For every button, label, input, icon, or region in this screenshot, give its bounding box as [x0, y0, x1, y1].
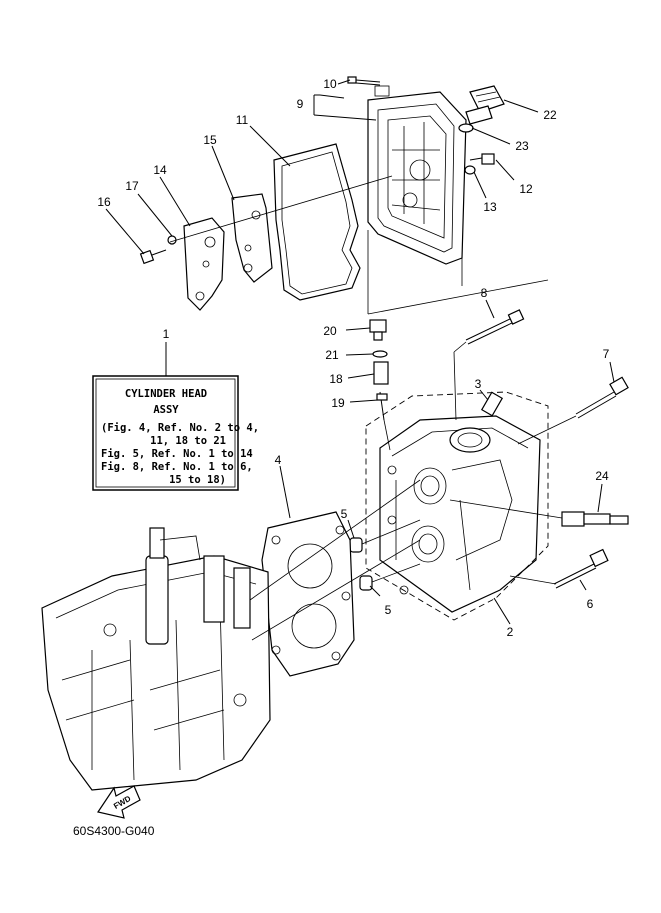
callout-16: 16: [97, 195, 111, 209]
plate-14: [183, 217, 225, 311]
leader-lines: [105, 79, 615, 641]
callout-24: 24: [595, 469, 609, 483]
callouts: 1 2 3 4 5 5 6 7 8 9 10 11 12 13 14 15 16…: [97, 77, 609, 639]
assy-ref-line5: 15 to 18): [169, 474, 226, 486]
cylinder-head: [379, 415, 541, 613]
callout-17: 17: [125, 179, 139, 193]
o-ring-23: [458, 123, 474, 133]
anode-3: [480, 391, 504, 417]
forward-arrow-icon: FWD: [97, 785, 141, 819]
callout-23: 23: [515, 139, 529, 153]
callout-1: 1: [163, 327, 170, 341]
callout-19: 19: [331, 396, 345, 410]
callout-20: 20: [323, 324, 337, 338]
callout-7: 7: [603, 347, 610, 361]
plate-15: [231, 193, 273, 283]
dowel-5-upper: [349, 537, 363, 553]
bolt-10: [347, 76, 381, 86]
valve-19: [376, 391, 388, 421]
oil-filler-cap: [465, 85, 505, 125]
washer-13: [464, 165, 476, 175]
callout-5b: 5: [385, 603, 392, 617]
callout-10: 10: [323, 77, 337, 91]
bolt-7: [575, 376, 629, 419]
callout-14: 14: [153, 163, 167, 177]
callout-8: 8: [481, 286, 488, 300]
callout-3: 3: [475, 377, 482, 391]
callout-13: 13: [483, 200, 497, 214]
callout-21: 21: [325, 348, 339, 362]
callout-9: 9: [297, 97, 304, 111]
bolt-20: [369, 319, 387, 341]
spark-plug-24: [561, 511, 629, 527]
assy-reference-box: CYLINDER HEAD ASSY (Fig. 4, Ref. No. 2 t…: [92, 375, 259, 491]
sleeve-18: [373, 361, 389, 385]
bolt-6: [553, 548, 609, 589]
assy-title-line2: ASSY: [153, 404, 179, 416]
cylinder-block: [41, 527, 271, 791]
callout-5a: 5: [341, 507, 348, 521]
assy-ref-line3: Fig. 5, Ref. No. 1 to 14: [101, 448, 253, 460]
callout-18: 18: [329, 372, 343, 386]
assy-ref-line2: 11, 18 to 21: [150, 435, 226, 447]
bolt-8: [465, 309, 525, 345]
assy-title-line1: CYLINDER HEAD: [125, 388, 207, 400]
callout-12: 12: [519, 182, 533, 196]
assy-ref-line4: Fig. 8, Ref. No. 1 to 6,: [101, 461, 253, 473]
o-ring-21: [372, 350, 388, 358]
bolt-16: [139, 249, 167, 265]
assy-ref-line1: (Fig. 4, Ref. No. 2 to 4,: [101, 422, 259, 434]
bolt-12: [469, 153, 495, 165]
washer-17: [167, 235, 177, 245]
callout-11: 11: [236, 113, 249, 127]
callout-22: 22: [543, 108, 557, 122]
gasket-11: [273, 143, 361, 301]
diagram-code: 60S4300-G040: [73, 824, 155, 838]
dowel-5-lower: [359, 575, 373, 591]
cylinder-head-cover: [367, 85, 467, 265]
callout-2: 2: [507, 625, 514, 639]
callout-15: 15: [203, 133, 217, 147]
head-dashed-outline: [365, 391, 549, 621]
callout-4: 4: [275, 453, 282, 467]
callout-6: 6: [587, 597, 594, 611]
